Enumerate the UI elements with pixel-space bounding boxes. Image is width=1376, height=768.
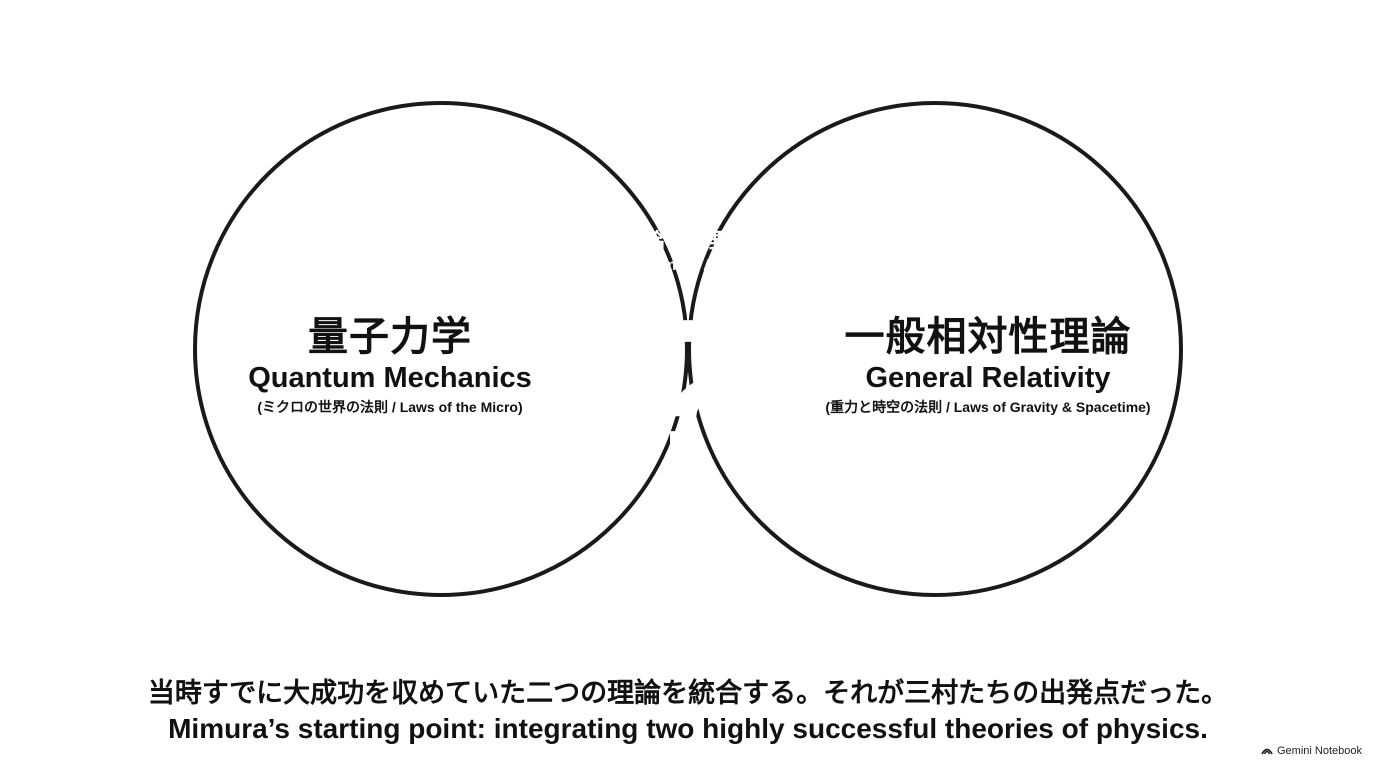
quantum-mechanics-subtitle: (ミクロの世界の法則 / Laws of the Micro): [257, 399, 523, 415]
general-relativity-subtitle: (重力と時空の法則 / Laws of Gravity & Spacetime): [825, 399, 1151, 415]
caption-jp: 当時すでに大成功を収めていた二つの理論を統合する。それが三村たちの出発点だった。: [147, 678, 1229, 709]
ambition-title-en: The Ultimate Ambition: [603, 257, 773, 274]
intersection-label: 統合への野心 The Ultimate Ambition: [603, 227, 772, 277]
right-circle-label: 一般相対性理論 General Relativity (重力と時空の法則 / L…: [825, 314, 1150, 418]
right-circle: [687, 101, 1183, 597]
quantum-mechanics-title-en: Quantum Mechanics: [248, 362, 532, 394]
general-relativity-title-en: General Relativity: [865, 362, 1111, 394]
watermark: Gemini Notebook: [1261, 745, 1362, 757]
ambition-title-jp: 統合への野心: [625, 229, 751, 253]
left-circle-label: 量子力学 Quantum Mechanics (ミクロの世界の法則 / Laws…: [248, 314, 532, 418]
question-mark-symbol: ?: [628, 280, 748, 499]
quantum-mechanics-title-jp: 量子力学: [308, 314, 472, 360]
watermark-text: Gemini Notebook: [1277, 745, 1362, 757]
notebook-logo-icon: [1261, 748, 1273, 755]
general-relativity-title-jp: 一般相対性理論: [844, 314, 1132, 360]
caption-en: Mimura’s starting point: integrating two…: [168, 713, 1208, 744]
